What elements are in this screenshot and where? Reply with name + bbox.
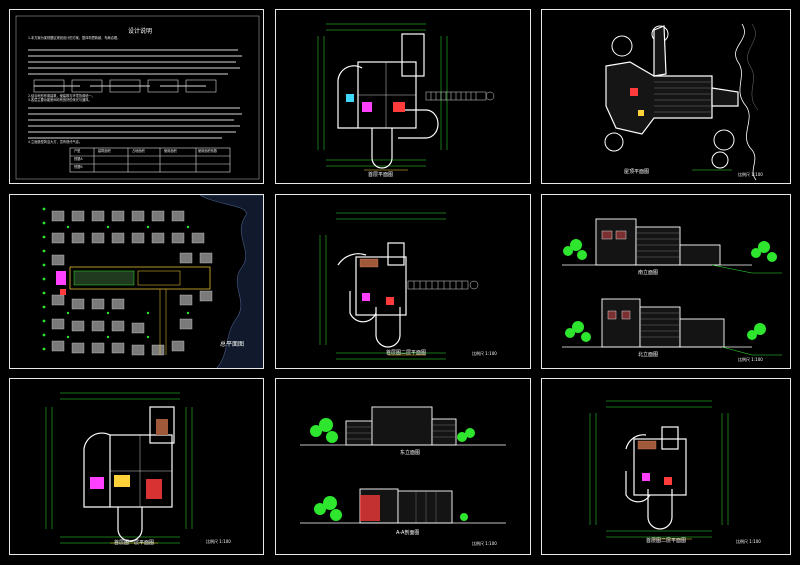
sheet-design-notes[interactable]: 设计说明 1.本方案为某别墅区规划设计的方案，整体构思新颖，布局合理。 2.结合… [9,9,264,184]
sheet-master-plan[interactable]: 总平面图 [9,194,264,369]
floor-plan-3-drawing [45,392,193,544]
elevation-a-title-top: 南立面图 [638,270,659,276]
sheet-elevation-b[interactable]: 东立面图 A-A剖面图 比例尺 1:100 [275,378,531,555]
floor-plan-3-title: 首层图一层平面图 [114,540,155,546]
floor-plan-1-drawing [317,23,495,171]
table-header-usable-area: 使用面积 [164,149,177,153]
elevation-b-drawing [300,406,506,524]
master-plan-title: 总平面图 [220,341,245,348]
sheet-floor-plan-1[interactable]: 首层平面图 [275,9,531,184]
floor-plan-4-scale: 比例尺 1:100 [736,539,761,544]
design-notes-paragraph-2: 2.结合地形布置建筑，使建筑与环境协调统一。 [28,94,95,98]
site-plan-drawing [604,23,759,181]
table-header-usable-ratio: 使用面积系数 [198,149,218,153]
floor-plan-2-drawing [319,212,479,360]
floor-plan-4-drawing [589,400,729,540]
elevation-a-scale: 比例尺 1:100 [738,357,763,362]
sheet-floor-plan-2[interactable]: 首层图二层平面图 比例尺 1:100 [275,194,531,369]
elevation-b-title-bottom: A-A剖面图 [396,530,420,536]
sheet-floor-plan-3[interactable]: 首层图一层平面图 比例尺 1:100 [9,378,264,555]
site-plan-scale: 比例尺 1:100 [738,172,763,177]
site-plan-title: 屋顶平面图 [624,169,650,175]
elevation-b-scale: 比例尺 1:100 [472,541,497,546]
floor-plan-2-scale: 比例尺 1:100 [472,351,497,356]
elevation-b-title-top: 东立面图 [400,450,421,456]
design-notes-paragraph-3: 3.各层主要功能房间均有良好的采光与通风。 [28,98,92,102]
floor-plan-3-scale: 比例尺 1:100 [206,539,231,544]
design-notes-paragraph-1: 1.本方案为某别墅区规划设计的方案，整体构思新颖，布局合理。 [28,36,121,40]
table-row-1-type: 别墅A [74,157,83,161]
sheet-floor-plan-4[interactable]: 首层图二层平面图 比例尺 1:100 [541,378,791,555]
table-header-type: 户型 [74,149,81,153]
design-notes-drawing [15,15,260,180]
floor-plan-1-title: 首层平面图 [368,172,394,178]
table-header-footprint: 占地面积 [132,149,145,153]
table-row-2-type: 别墅B [74,165,83,169]
sheet-site-plan[interactable]: 屋顶平面图 比例尺 1:100 [541,9,791,184]
floor-plan-2-title: 首层图二层平面图 [386,350,427,356]
elevation-a-drawing [562,218,782,356]
sheet-elevation-a[interactable]: 南立面图 北立面图 比例尺 1:100 [541,194,791,369]
design-notes-title: 设计说明 [128,28,153,35]
floor-plan-4-title: 首层图二层平面图 [646,538,687,544]
elevation-a-title-bottom: 北立面图 [638,352,659,358]
design-notes-paragraph-4: 4.立面造型简洁大方，富有现代气息。 [28,140,83,144]
table-header-building-area: 建筑面积 [98,149,111,153]
master-plan-drawing [42,195,263,368]
